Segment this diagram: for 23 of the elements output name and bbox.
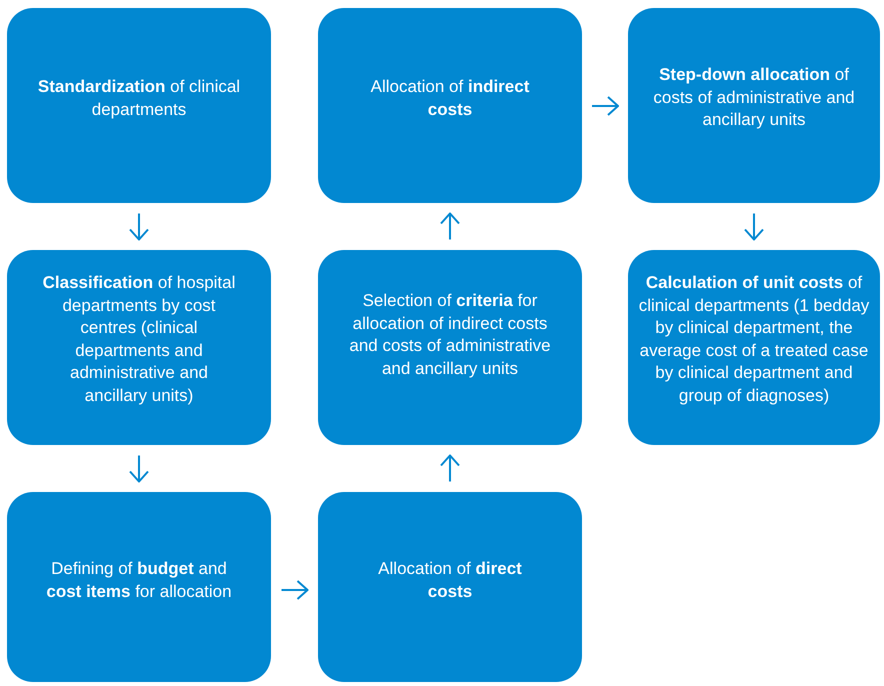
step-text: Calculation of unit costs of clinical departments (1 bedday by clinical department, the average cost of a treated case by clinical department and group of diagnoses) <box>638 272 870 406</box>
process-box <box>628 250 880 445</box>
process-box <box>628 8 880 203</box>
process-box <box>318 250 582 445</box>
step-text: Defining of budget and cost items for allocation <box>45 558 233 602</box>
step-text: Allocation of indirect costs <box>370 76 530 120</box>
arrow <box>592 96 619 116</box>
step-text: Classification of hospital departments by cost centres (clinical departments and administrative and ancillary units) <box>42 272 236 406</box>
arrow <box>129 214 149 240</box>
arrow <box>440 454 460 482</box>
process-box <box>318 8 582 203</box>
process-box <box>7 250 271 445</box>
process-box <box>7 8 271 203</box>
arrow <box>744 214 764 240</box>
arrow <box>129 456 149 482</box>
step-text: Step-down allocation of costs of administrative and ancillary units <box>652 64 856 131</box>
process-box <box>318 492 582 682</box>
step-text: Standardization of clinical departments <box>36 76 242 120</box>
step-text: Selection of criteria for allocation of indirect costs and costs of administrative and ancillary units <box>348 290 552 380</box>
arrow <box>282 580 308 600</box>
process-box <box>7 492 271 682</box>
step-text: Allocation of direct costs <box>377 558 523 602</box>
arrow <box>440 212 460 240</box>
